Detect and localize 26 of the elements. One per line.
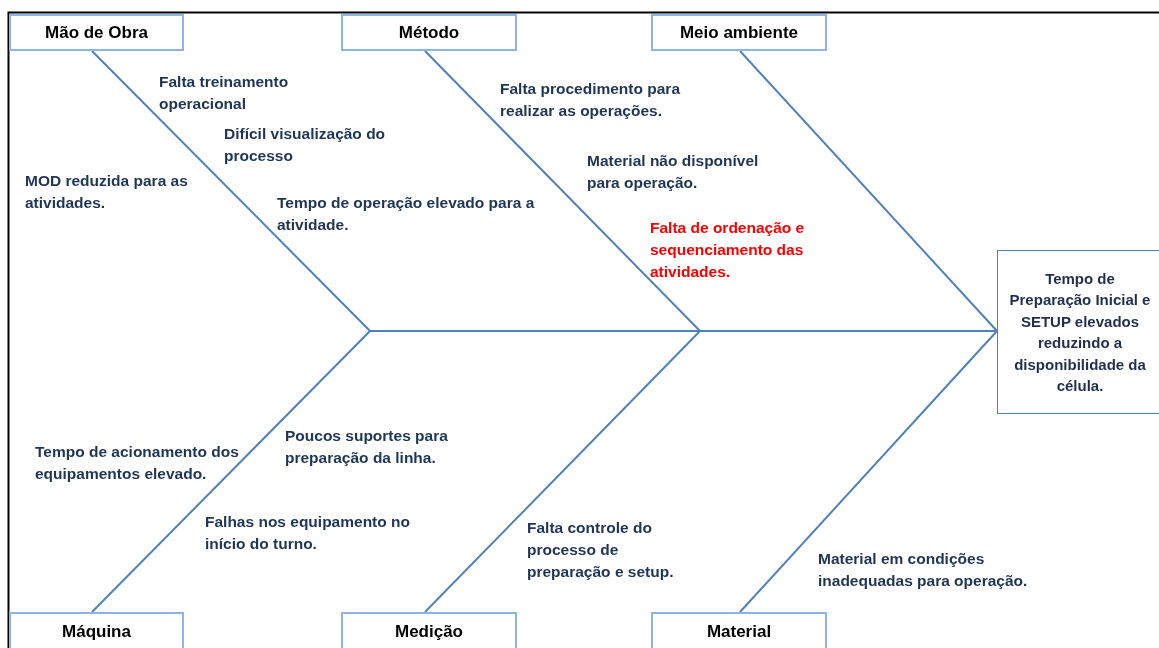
cause-text: Difícil visualização do processo: [224, 124, 387, 166]
spine-line: [369, 330, 998, 332]
rib-line: [424, 330, 701, 613]
rib-line: [91, 330, 371, 613]
cause-text: Falta treinamento operacional: [159, 72, 290, 114]
effect-box: Tempo de Preparação Inicial e SETUP elevados reduzindo a disponibilidade da célula.: [997, 250, 1159, 414]
category-box: Método: [341, 14, 517, 51]
category-box: Máquina: [9, 612, 184, 648]
rib-line: [91, 50, 371, 332]
rib-line: [739, 50, 998, 332]
category-box: Material: [651, 612, 827, 648]
cause-text: Tempo de operação elevado para a atividade.: [277, 193, 536, 235]
cause-text: Tempo de acionamento dos equipamentos elevado.: [35, 442, 240, 484]
cause-text: Material em condições inadequadas para operação.: [818, 549, 1029, 591]
cause-text: Falta procedimento para realizar as operações.: [500, 79, 682, 121]
rib-line: [424, 50, 701, 332]
category-box: Meio ambiente: [651, 14, 827, 51]
cause-text: Material não disponível para operação.: [587, 151, 760, 193]
cause-text: Falhas nos equipamento no início do turno.: [205, 512, 410, 554]
category-box: Medição: [341, 612, 517, 648]
category-box: Mão de Obra: [9, 14, 184, 51]
cause-text: Falta controle do processo de preparação e setup.: [527, 518, 675, 582]
rib-line: [739, 330, 998, 613]
cause-text: MOD reduzida para as atividades.: [25, 171, 189, 213]
cause-text: Falta de ordenação e sequenciamento das atividades.: [650, 218, 806, 282]
cause-text: Poucos suportes para preparação da linha.: [285, 426, 449, 468]
